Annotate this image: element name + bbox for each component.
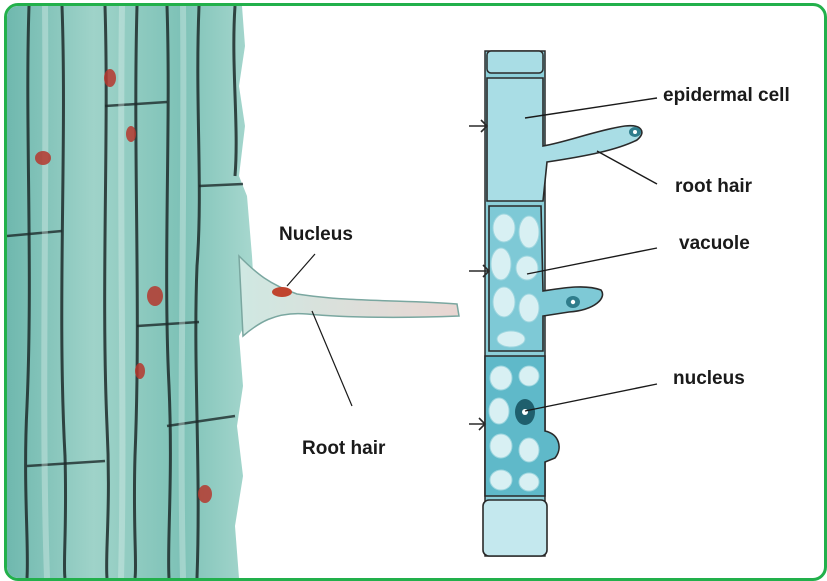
label-epidermal-cell: epidermal cell (663, 85, 790, 107)
vacuole-pointer-line (527, 248, 657, 274)
label-nucleus-right: nucleus (673, 368, 745, 390)
root-hair-pointer-line (312, 311, 352, 406)
label-root-hair-right: root hair (675, 176, 752, 198)
root-micrograph (7, 6, 459, 578)
diagram-frame: Nucleus Root hair epidermal cell root ha… (4, 3, 827, 581)
root-hair-right-pointer-line (597, 151, 657, 184)
label-root-hair-left: Root hair (302, 438, 385, 460)
epidermis-illustration (469, 51, 642, 556)
label-nucleus-left: Nucleus (279, 224, 353, 246)
nucleus-pointer-line (287, 254, 315, 286)
label-vacuole: vacuole (679, 233, 750, 255)
epidermal-cell-1 (487, 78, 642, 201)
